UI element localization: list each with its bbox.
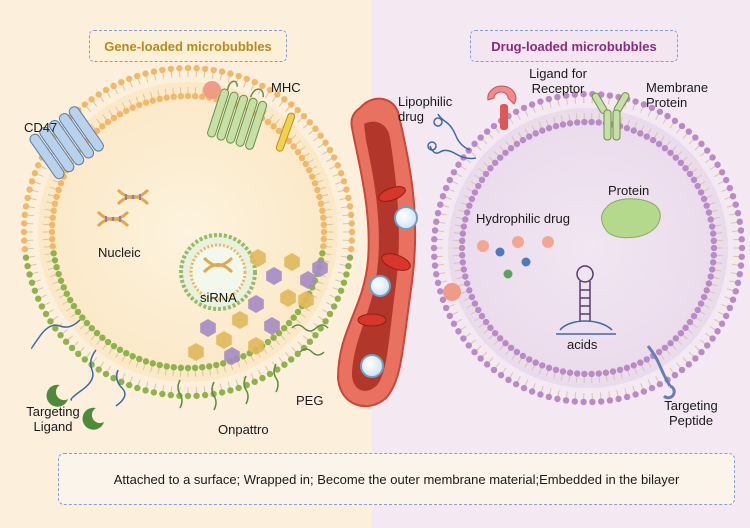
hydrophilic-drug-dot [495, 247, 505, 257]
lipophilic-drug-label: Lipophilic drug [398, 94, 453, 124]
nanoparticle-hexagon [298, 291, 314, 309]
hydrophilic-drug-dot [477, 240, 489, 252]
nanoparticle-hexagon [284, 253, 300, 271]
dna-icon [202, 256, 234, 274]
vessel-microbubble [360, 354, 384, 378]
sirna-liposome [179, 233, 257, 311]
vessel-microbubble [369, 275, 391, 297]
cd47-receptor-icon [29, 106, 104, 180]
red-blood-cell [381, 253, 411, 271]
blood-vessel [336, 97, 418, 408]
ligand-for-receptor-label: Ligand for Receptor [529, 66, 587, 96]
nanoparticle-hexagon [250, 249, 266, 267]
nanoparticle-hexagon [216, 331, 232, 349]
red-blood-cell [378, 186, 406, 202]
nucleic-acid-hairpin-icon [556, 265, 616, 335]
onpattro-strand [177, 379, 183, 409]
nucleic-label: Nucleic [98, 245, 141, 260]
onpattro-strand [273, 363, 279, 393]
lipid-nanoparticle-cluster [188, 249, 328, 365]
cd47-label: CD47 [24, 120, 58, 135]
nanoparticle-hexagon [300, 271, 316, 289]
hydrophilic-drug-dot [542, 236, 554, 248]
nanoparticle-hexagon [224, 347, 240, 365]
mhc-label: MHC [271, 80, 301, 95]
caption-box: Attached to a surface; Wrapped in; Becom… [58, 453, 735, 505]
dna-icon [96, 210, 130, 228]
acids-label: acids [567, 337, 598, 352]
peg-chain [291, 324, 329, 332]
hydrophilic-drug-dot [512, 236, 524, 248]
mhc-molecule-icon [207, 80, 268, 150]
nanoparticle-hexagon [200, 319, 216, 337]
ligand-ball-icon [203, 81, 221, 99]
targeting-peptide-icon [646, 345, 676, 400]
membrane-protein-icon [275, 112, 296, 152]
peg-label: PEG [296, 393, 324, 408]
targeting-ligand-icon [46, 384, 68, 407]
nanoparticle-hexagon [264, 317, 280, 335]
hydrophilic-drug-dot [503, 269, 513, 279]
drug-microbubbles-title: Drug-loaded microbubbles [470, 30, 678, 62]
ligand-receptor-icon [487, 85, 517, 130]
onpattro-strand [211, 381, 217, 411]
onpattro-strand [243, 375, 249, 405]
drug-microbubble [430, 90, 746, 406]
targeting-ligand-label: Targeting Ligand [26, 404, 80, 434]
gene-microbubbles-title: Gene-loaded microbubbles [89, 30, 287, 62]
ligand-tether [30, 319, 81, 349]
red-blood-cell [357, 313, 387, 327]
targeting-peptide-label: Targeting Peptide [664, 398, 718, 428]
nanoparticle-hexagon [248, 337, 264, 355]
membrane-protein-label: Membrane Protein [646, 80, 709, 110]
onpattro-label: Onpattro [218, 422, 269, 437]
ligand-tether [70, 349, 97, 401]
peg-chain [299, 348, 325, 356]
membrane-protein-icon [591, 92, 630, 141]
nanoparticle-hexagon [232, 311, 248, 329]
sirna-label: siRNA [200, 290, 237, 305]
hydrophilic-drug-label: Hydrophilic drug [476, 211, 570, 226]
dna-icon [116, 188, 150, 206]
hydrophilic-drug-dot [521, 257, 531, 267]
nanoparticle-hexagon [188, 343, 204, 361]
targeting-ligand-icon [82, 407, 104, 430]
nanoparticle-hexagon [280, 289, 296, 307]
protein-label: Protein [608, 183, 650, 198]
vessel-microbubble [394, 206, 418, 230]
lipophilic-drug-strand [429, 145, 477, 160]
ligand-tether [115, 369, 126, 407]
nanoparticle-hexagon [266, 267, 282, 285]
nanoparticle-hexagon [312, 259, 328, 277]
membrane-ball-icon [443, 283, 461, 301]
nanoparticle-hexagon [248, 295, 264, 313]
lipophilic-drug-strand [437, 113, 471, 151]
protein-icon [601, 198, 661, 239]
